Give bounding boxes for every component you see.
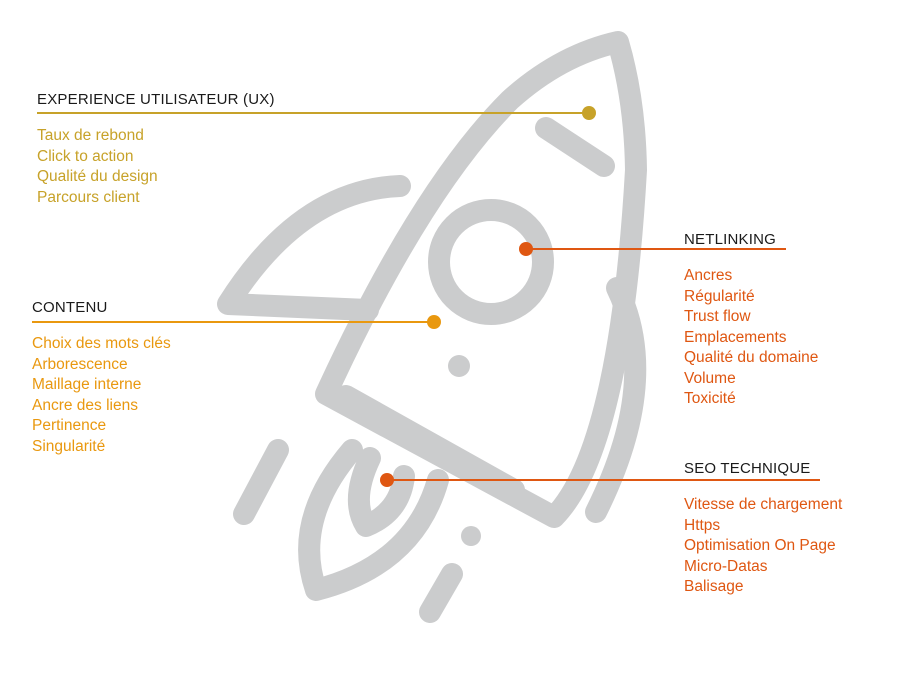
connector-ux <box>37 106 596 120</box>
connector-seo <box>380 473 820 487</box>
rocket-base <box>335 385 525 501</box>
list-item: Toxicité <box>684 390 736 407</box>
list-item: Taux de rebond <box>37 127 144 144</box>
speed-line-left <box>233 439 289 525</box>
list-item: Choix des mots clés <box>32 335 171 352</box>
list-item: Régularité <box>684 287 755 305</box>
section-title-netlinking: NETLINKING <box>684 231 777 248</box>
list-item: Qualité du design <box>37 168 158 185</box>
list-item: Optimisation On Page <box>684 537 836 554</box>
list-item: Click to action <box>37 147 134 165</box>
connector-netlinking <box>519 242 786 256</box>
list-item: Volume <box>684 369 736 387</box>
item-list-contenu: Choix des mots clés Arborescence Maillag… <box>32 334 171 457</box>
list-item: Vitesse de chargement <box>684 496 843 513</box>
rocket-stripe <box>535 117 615 177</box>
section-netlinking: NETLINKING Ancres Régularité Trust flow … <box>684 231 818 410</box>
list-item: Singularité <box>32 437 106 455</box>
section-title-ux: EXPERIENCE UTILISATEUR (UX) <box>37 91 275 108</box>
list-item: Balisage <box>684 578 744 595</box>
list-item: Qualité du domaine <box>684 349 819 366</box>
list-item: Maillage interne <box>32 376 142 393</box>
rocket-fin-left <box>217 175 411 321</box>
connector-contenu <box>32 315 441 329</box>
rocket-exhaust-outer <box>298 439 449 601</box>
item-list-netlinking: Ancres Régularité Trust flow Emplacement… <box>684 266 818 410</box>
section-title-contenu: CONTENU <box>32 299 108 316</box>
section-seo-technique: SEO TECHNIQUE Vitesse de chargement Http… <box>684 460 842 598</box>
list-item: Arborescence <box>32 355 128 373</box>
item-list-ux: Taux de rebond Click to action Qualité d… <box>37 126 275 208</box>
list-item: Micro-Datas <box>684 557 768 575</box>
section-contenu: CONTENU Choix des mots clés Arborescence… <box>32 299 171 457</box>
speed-dot <box>461 526 481 546</box>
rocket-exhaust-inner <box>347 447 415 537</box>
list-item: Parcours client <box>37 188 140 206</box>
section-ux: EXPERIENCE UTILISATEUR (UX) Taux de rebo… <box>37 91 275 208</box>
rocket-window <box>428 199 554 325</box>
list-item: Pertinence <box>32 417 107 434</box>
section-title-seo: SEO TECHNIQUE <box>684 460 811 477</box>
list-item: Ancres <box>684 267 733 284</box>
rocket-body <box>315 31 647 528</box>
speed-line-bottom <box>419 563 463 623</box>
item-list-seo: Vitesse de chargement Https Optimisation… <box>684 495 842 598</box>
list-item: Trust flow <box>684 308 751 325</box>
list-item: Https <box>684 516 721 534</box>
list-item: Ancre des liens <box>32 396 138 414</box>
rocket-dot <box>448 355 470 377</box>
list-item: Emplacements <box>684 328 787 346</box>
